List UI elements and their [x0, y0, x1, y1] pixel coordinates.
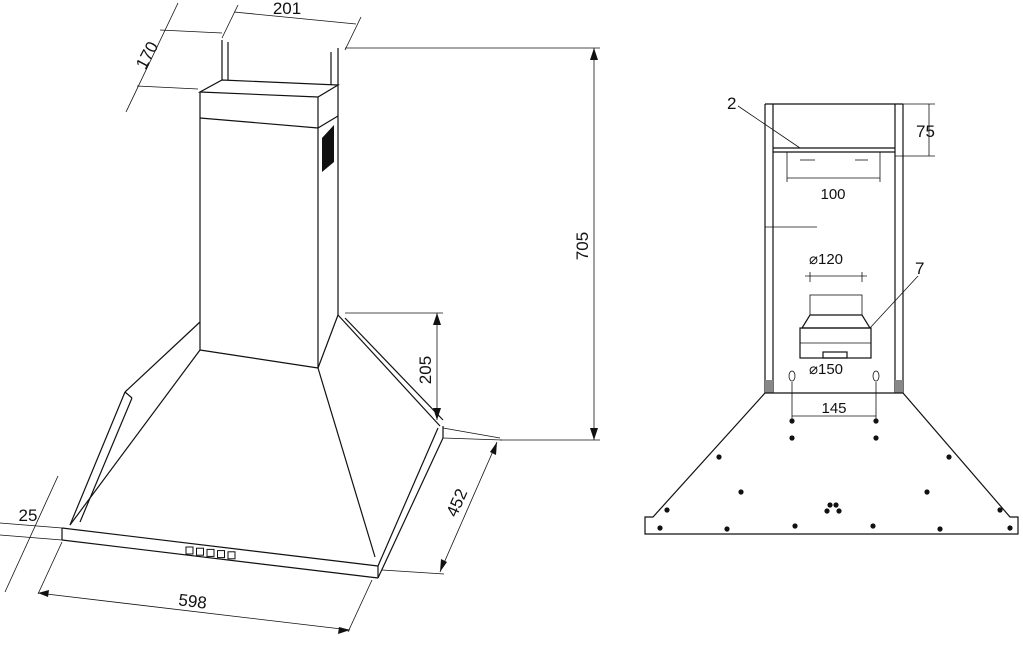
mounting-hole [946, 454, 952, 460]
mounting-hole [827, 502, 833, 508]
canopy [69, 314, 444, 558]
dim-hood-width: 598 [37, 541, 373, 634]
mounting-hole [997, 507, 1003, 513]
mounting-hole [792, 523, 798, 529]
dim-label-170: 170 [132, 38, 162, 72]
dim-hole-spacing: 145 [788, 370, 880, 420]
mounting-hole [789, 418, 795, 424]
front-canopy [644, 392, 1019, 535]
chimney [197, 40, 341, 368]
mounting-hole [833, 502, 839, 508]
dim-total-height: 705 [345, 47, 600, 441]
mounting-hole [924, 489, 930, 495]
mounting-hole [738, 489, 744, 495]
control-button [185, 546, 194, 555]
front-chimney [764, 103, 904, 393]
dim-label-452: 452 [443, 486, 472, 520]
hood-bottom-panel [61, 391, 444, 579]
mounting-hole [824, 508, 830, 514]
dim-label-705: 705 [573, 232, 592, 260]
dim-label-100: 100 [820, 186, 845, 203]
mounting-hole [724, 526, 730, 532]
mounting-hole [937, 526, 943, 532]
dim-label-201: 201 [273, 0, 301, 18]
dim-chimney-depth: 170 [125, 2, 223, 113]
control-button [206, 548, 215, 557]
dim-canopy-height: 205 [345, 312, 501, 439]
dim-label-120: ⌀120 [809, 251, 843, 268]
mounting-hole [716, 454, 722, 460]
control-button-group [185, 546, 236, 560]
mounting-holes [657, 418, 1013, 532]
vent-grille [322, 125, 334, 172]
dim-label-598: 598 [177, 590, 207, 612]
outlet-120: ⌀120 [805, 251, 867, 316]
mounting-hole [870, 523, 876, 529]
dim-label-205: 205 [416, 356, 435, 384]
control-button [217, 550, 225, 559]
dim-hood-depth: 452 [381, 437, 503, 575]
callout-2: 2 [727, 94, 801, 149]
mounting-hole [873, 418, 879, 424]
mounting-bracket: 100 [786, 152, 881, 203]
dim-label-150: ⌀150 [809, 361, 843, 378]
dim-chimney-width: 201 [221, 0, 362, 51]
outlet-150: ⌀150 [799, 314, 872, 378]
dim-front-thickness: 25 [0, 475, 63, 593]
front-installation-view: 75 100 2 ⌀120 [644, 94, 1019, 535]
mounting-hole [1007, 525, 1013, 531]
dim-label-145: 145 [821, 400, 846, 417]
mounting-hole [664, 507, 670, 513]
control-button [196, 547, 204, 556]
mounting-hole [873, 435, 879, 441]
dim-label-75: 75 [916, 122, 935, 141]
callout-label-7: 7 [915, 259, 924, 278]
mounting-hole [657, 525, 663, 531]
dim-label-25: 25 [19, 506, 38, 525]
callout-7: 7 [869, 259, 924, 329]
mounting-hole [836, 508, 842, 514]
callout-label-2: 2 [727, 94, 736, 113]
isometric-hood-view: 201 170 705 205 [0, 0, 600, 634]
control-button [227, 551, 236, 560]
mounting-hole [789, 435, 795, 441]
dim-top-offset: 75 [895, 103, 935, 157]
